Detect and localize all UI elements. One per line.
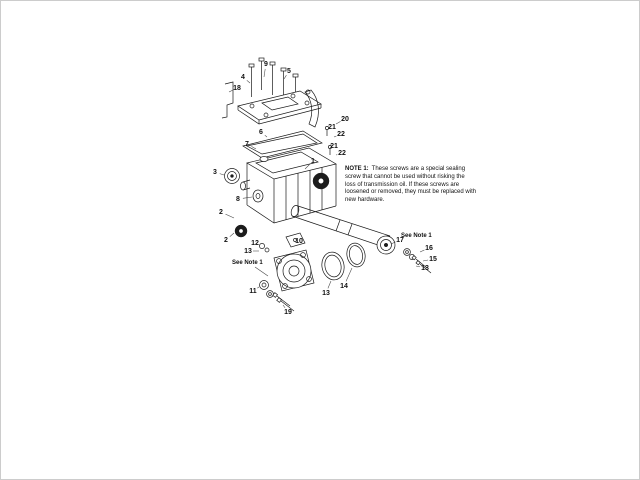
part-number-21: 21	[330, 143, 338, 150]
axle-tube	[290, 205, 392, 248]
leader-line-16	[419, 249, 425, 253]
leader-line-17	[390, 241, 396, 245]
leader-line-20	[335, 121, 341, 125]
see-note-label-left: See Note 1	[232, 260, 263, 266]
oil-seal	[234, 224, 248, 238]
part-number-15: 15	[429, 256, 437, 263]
note-1-label: NOTE 1:	[345, 166, 369, 172]
leader-line-6	[264, 134, 268, 138]
leader-line-22	[333, 135, 337, 138]
leader-line-11	[257, 286, 260, 289]
leader-line-15	[422, 259, 429, 262]
part-number-12: 12	[251, 240, 259, 247]
top-plate	[237, 90, 322, 125]
part-number-21: 21	[328, 124, 336, 131]
leader-line-8	[242, 196, 253, 199]
leader-line-3	[219, 173, 225, 176]
part-number-3: 3	[213, 169, 217, 176]
part-number-6: 6	[259, 129, 263, 136]
note-1-text: These screws are a special sealing screw…	[345, 166, 477, 204]
gearbox-housing	[240, 147, 337, 224]
small-washers-left	[259, 243, 270, 253]
note-1: NOTE 1:These screws are a special sealin…	[345, 166, 477, 205]
part-number-19: 19	[284, 309, 292, 316]
leader-line-5	[283, 75, 287, 80]
leader-line-19	[282, 304, 286, 309]
part-number-16: 16	[425, 245, 433, 252]
leader-line-7	[251, 146, 257, 150]
bottom-hardware	[259, 280, 295, 312]
part-number-4: 4	[241, 74, 245, 81]
part-number-7: 7	[245, 141, 249, 148]
bearing-right	[376, 235, 396, 255]
leader-line-9	[263, 68, 266, 78]
gasket	[242, 130, 323, 159]
input-pulley	[312, 172, 330, 190]
leader-line-1	[304, 164, 310, 170]
lower-bracket	[285, 232, 306, 248]
leader-line-21	[329, 147, 332, 150]
part-number-5: 5	[287, 68, 291, 75]
top-screws	[248, 57, 299, 104]
leader-line-13	[327, 280, 332, 289]
part-number-11: 11	[249, 288, 257, 295]
part-number-10: 10	[295, 238, 303, 245]
lever-fasteners	[325, 126, 332, 155]
retainer-ring	[321, 251, 345, 281]
part-number-8: 8	[236, 196, 240, 203]
spacer-ring	[346, 242, 366, 268]
part-number-14: 14	[340, 283, 348, 290]
part-number-13: 13	[244, 248, 252, 255]
part-number-2: 2	[224, 237, 228, 244]
leader-line-4	[246, 80, 251, 84]
part-number-2: 2	[219, 209, 223, 216]
bearing-left	[224, 168, 240, 184]
shift-lever	[304, 89, 319, 128]
leader-line-18	[228, 89, 233, 93]
part-number-13: 13	[421, 265, 429, 272]
see-note-label-right: See Note 1	[401, 233, 432, 239]
part-number-18: 18	[233, 85, 241, 92]
leader-line-14	[345, 267, 353, 282]
part-number-9: 9	[264, 61, 268, 68]
leader-line-2	[225, 213, 235, 219]
part-number-1: 1	[311, 158, 315, 165]
see-note-arrow-left	[254, 266, 269, 277]
axle-cover	[273, 249, 315, 292]
part-number-22: 22	[337, 131, 345, 138]
mounting-bracket	[221, 81, 234, 119]
part-number-17: 17	[396, 237, 404, 244]
part-number-13: 13	[322, 290, 330, 297]
leader-line-13	[415, 265, 421, 268]
part-number-20: 20	[341, 116, 349, 123]
right-hardware	[403, 248, 432, 274]
leader-line-2	[229, 232, 235, 237]
part-number-22: 22	[338, 150, 346, 157]
